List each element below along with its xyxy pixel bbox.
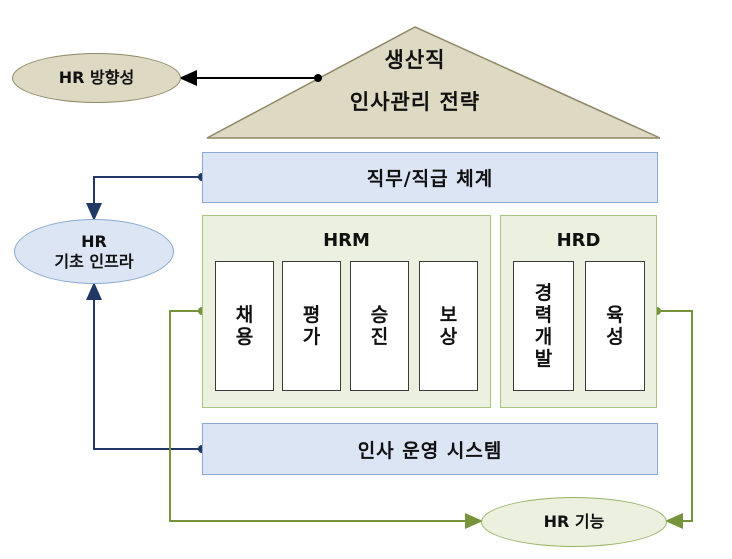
job-system-bar: 직무/직급 체계 [202,152,658,203]
roof-title-line1: 생산직 [384,48,446,72]
roof-triangle [206,26,661,139]
hrd-card-career-development: 경 력 개 발 [513,261,574,391]
hrd-card-career-development-label: 경 력 개 발 [534,282,553,370]
connector-roof-to-direction [179,70,322,86]
connector-hrd-to-function [653,307,693,529]
connector-job-system-to-infra [86,173,206,221]
roof-title-line2: 인사관리 전략 [349,90,481,114]
hr-direction-oval: HR 방향성 [12,53,181,103]
hr-direction-label: HR 방향성 [58,68,135,87]
hr-operating-system-label: 인사 운영 시스템 [357,439,503,462]
hrd-card-training: 육 성 [585,261,645,391]
hrd-card-training-label: 육 성 [606,304,624,348]
hrm-card-compensation: 보 상 [419,261,478,391]
hr-function-label: HR 기능 [543,512,605,531]
hr-infra-oval: HR 기초 인프라 [14,219,174,284]
hrm-card-recruitment-label: 채 용 [235,304,254,348]
connector-operating-system-to-infra [86,282,206,453]
hrm-card-compensation-label: 보 상 [439,304,458,348]
hr-operating-system-bar: 인사 운영 시스템 [202,423,658,475]
hrm-card-recruitment: 채 용 [215,261,274,391]
hr-function-oval: HR 기능 [481,497,667,547]
hrm-card-evaluation-label: 평 가 [302,304,321,348]
hrm-card-promotion: 승 진 [350,261,409,391]
hr-infra-label: HR 기초 인프라 [54,231,134,271]
hrd-title: HRD [556,230,601,251]
hrm-card-evaluation: 평 가 [282,261,341,391]
hrm-card-promotion-label: 승 진 [370,304,389,348]
hrm-title: HRM [323,230,370,251]
job-system-label: 직무/직급 체계 [366,168,494,190]
